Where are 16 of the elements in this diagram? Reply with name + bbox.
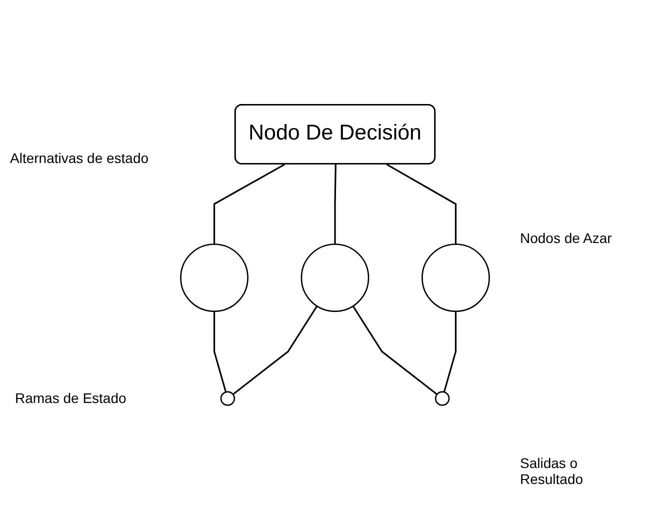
connector [213, 164, 285, 244]
annotation-text: Nodos de Azar [520, 230, 613, 246]
node-circle [300, 244, 370, 312]
node-circle [180, 244, 248, 312]
node-circle [434, 391, 450, 406]
annotation-text: Ramas de Estado [15, 390, 126, 406]
connector [443, 311, 457, 392]
annotation-text: Alternativas de estado [10, 150, 149, 166]
annotation-text: Salidas o Resultado [520, 455, 584, 487]
node-circle [220, 391, 236, 406]
connector [213, 311, 227, 392]
connector [232, 306, 318, 396]
connector [386, 164, 457, 244]
node-circle [422, 244, 490, 312]
connector [352, 306, 438, 396]
connector [334, 164, 336, 244]
